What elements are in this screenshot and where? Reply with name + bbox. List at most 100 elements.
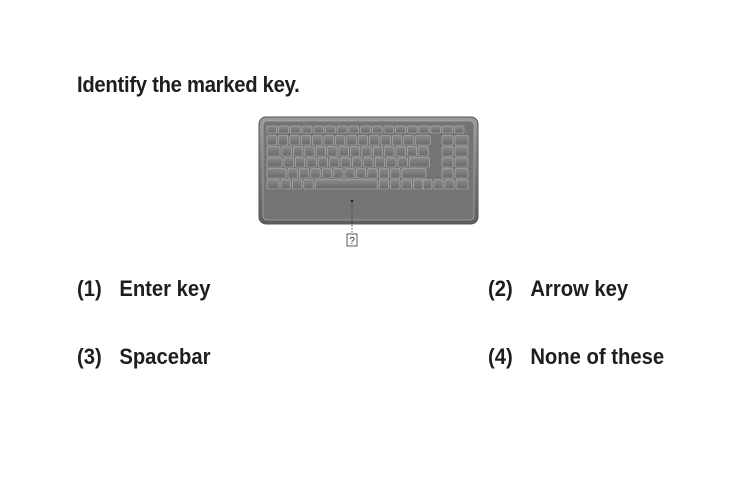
keyboard-key <box>380 135 391 146</box>
marker-box <box>346 233 358 247</box>
function-key <box>453 125 465 134</box>
keyboard-key <box>361 146 372 157</box>
function-key <box>313 125 324 134</box>
keyboard-key <box>344 168 355 179</box>
nav-key <box>441 135 454 146</box>
keyboard-key <box>386 157 397 168</box>
modifier-key <box>292 179 303 190</box>
keyboard-key <box>293 146 304 157</box>
keyboard-key <box>414 135 431 146</box>
keyboard-key <box>401 168 427 179</box>
keyboard-key <box>266 157 283 168</box>
keyboard-figure: ? <box>258 115 480 250</box>
keyboard-key <box>323 135 334 146</box>
modifier-key <box>280 179 291 190</box>
function-key <box>430 125 441 134</box>
function-key <box>418 125 430 134</box>
keyboard-key <box>384 146 395 157</box>
nav-key <box>454 168 469 179</box>
keyboard-key <box>350 146 361 157</box>
arrow-key <box>455 179 469 190</box>
function-key <box>336 125 348 134</box>
function-key <box>442 125 453 134</box>
nav-key <box>441 168 454 179</box>
keyboard-key <box>300 135 311 146</box>
function-key <box>383 125 395 134</box>
option-4-number: (4) <box>488 344 513 369</box>
function-key <box>372 125 383 134</box>
function-key <box>325 125 336 134</box>
option-1[interactable]: (1) Enter key <box>77 276 210 302</box>
keyboard-key <box>390 168 401 179</box>
option-3-text: Spacebar <box>119 344 211 369</box>
keyboard-key <box>356 168 367 179</box>
arrow-key <box>422 179 433 190</box>
keyboard-key <box>266 168 287 179</box>
option-1-number: (1) <box>77 276 102 301</box>
function-key <box>290 125 301 134</box>
keyboard-key <box>340 157 351 168</box>
keyboard-key <box>312 135 323 146</box>
option-2-text: Arrow key <box>530 276 629 301</box>
option-3-number: (3) <box>77 344 102 369</box>
keyboard-key <box>278 135 289 146</box>
keyboard-key <box>266 146 281 157</box>
keyboard-key <box>363 157 374 168</box>
keyboard-key <box>372 146 383 157</box>
keyboard-keys <box>266 125 469 190</box>
modifier-key <box>390 179 401 190</box>
option-1-text: Enter key <box>119 276 211 301</box>
function-key <box>348 125 360 134</box>
keyboard-key <box>315 146 326 157</box>
keyboard-key <box>289 135 300 146</box>
function-key <box>395 125 406 134</box>
modifier-key <box>303 179 314 190</box>
keyboard-key <box>395 146 406 157</box>
keyboard-key <box>397 157 408 168</box>
spacebar-key <box>314 179 378 190</box>
keyboard-key <box>409 157 430 168</box>
option-3[interactable]: (3) Spacebar <box>77 344 210 370</box>
option-2-number: (2) <box>488 276 513 301</box>
keyboard-key <box>357 135 368 146</box>
modifier-key <box>401 179 412 190</box>
keyboard-key <box>266 135 277 146</box>
nav-key <box>454 157 469 168</box>
keyboard-key <box>403 135 414 146</box>
option-4-text: None of these <box>530 344 665 369</box>
keyboard-key <box>310 168 321 179</box>
keyboard-key <box>299 168 310 179</box>
option-4[interactable]: (4) None of these <box>488 344 664 370</box>
keyboard-key <box>327 146 338 157</box>
keyboard-key <box>378 168 389 179</box>
keyboard-key <box>418 146 429 157</box>
keyboard-key <box>407 146 418 157</box>
arrow-key <box>444 179 455 190</box>
function-key <box>407 125 418 134</box>
keyboard-key <box>321 168 332 179</box>
keyboard-key <box>317 157 328 168</box>
keyboard-key <box>287 168 298 179</box>
keyboard-key <box>304 146 315 157</box>
keyboard-key <box>281 146 292 157</box>
option-2[interactable]: (2) Arrow key <box>488 276 628 302</box>
marker-pointer-dot <box>350 199 354 203</box>
keyboard-key <box>295 157 306 168</box>
nav-key <box>454 146 469 157</box>
function-key <box>278 125 289 134</box>
nav-key <box>454 135 469 146</box>
keyboard-key <box>367 168 378 179</box>
modifier-key <box>413 179 424 190</box>
keyboard-key <box>392 135 403 146</box>
keyboard-key <box>369 135 380 146</box>
nav-key <box>441 157 454 168</box>
keyboard-key <box>346 135 357 146</box>
modifier-key <box>378 179 389 190</box>
function-key <box>360 125 371 134</box>
arrow-key <box>433 179 444 190</box>
marker-label: ? <box>349 236 355 247</box>
keyboard-illustration: ? <box>258 116 479 247</box>
question-text: Identify the marked key. <box>77 72 300 97</box>
keyboard-key <box>338 146 349 157</box>
function-key <box>266 125 278 134</box>
